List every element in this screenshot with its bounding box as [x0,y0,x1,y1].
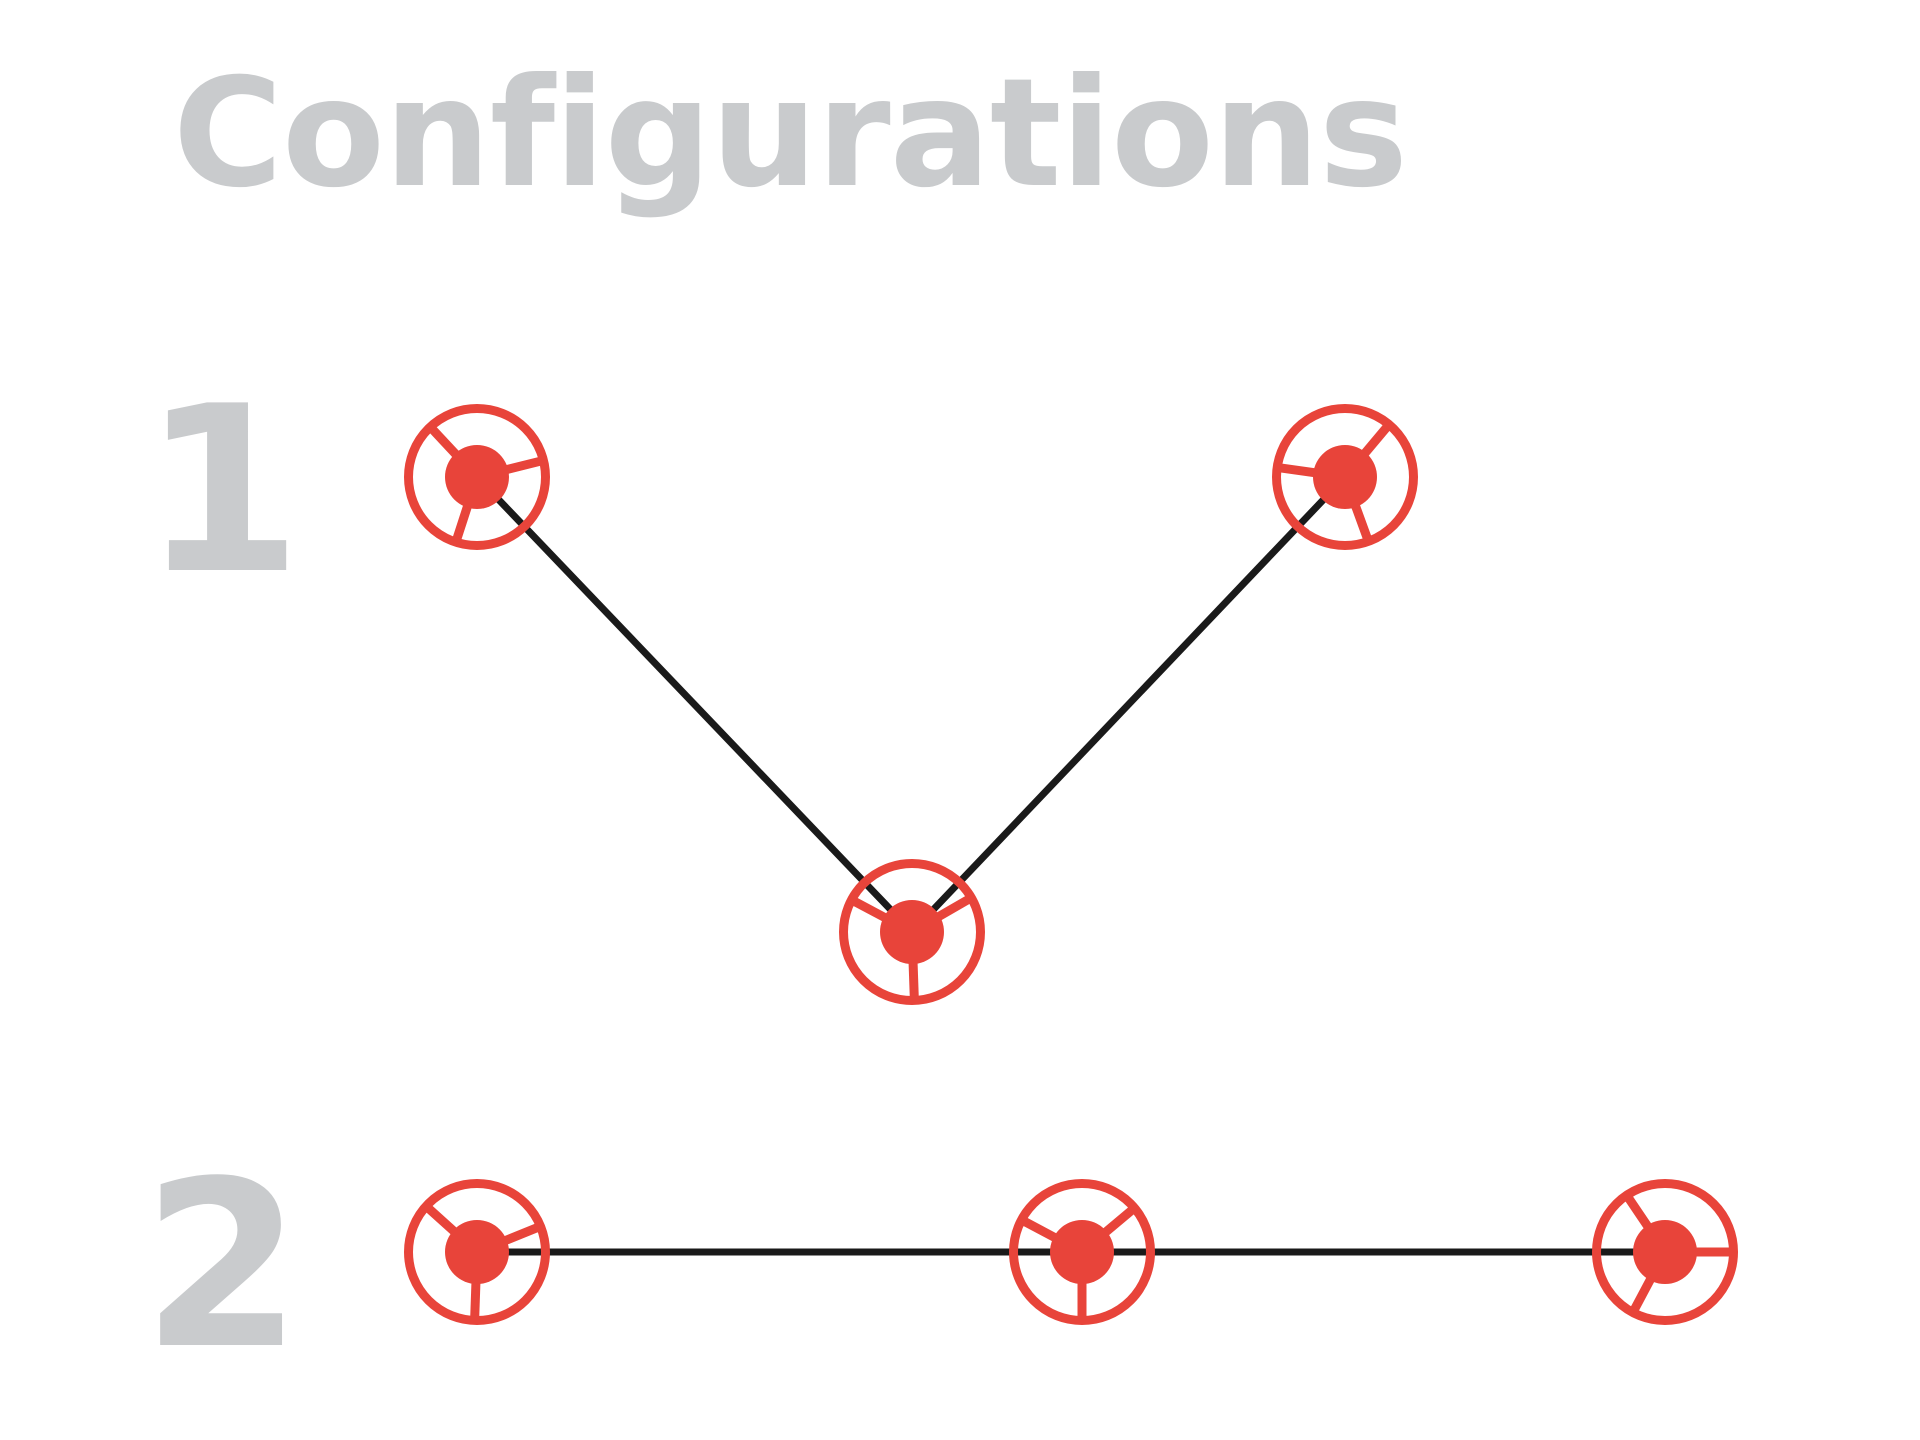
node-spoke-icon-1 [470,1281,481,1322]
node-spoke-icon-3 [1018,1215,1058,1242]
node-spoke-icon-3 [848,895,888,922]
node-spoke-icon-1 [1628,1276,1655,1316]
page-title: Configurations [173,47,1407,221]
node-spoke-icon-1 [451,504,473,545]
node-1-right[interactable] [1272,404,1418,550]
node-outer-ring-icon [1009,1179,1155,1325]
node-spoke-icon-2 [505,455,546,475]
node-spoke-icon-3 [426,423,460,459]
edge-1-left-middle [474,474,915,935]
node-1-middle[interactable] [839,859,985,1005]
row-label-configuration-1: 1 [142,358,302,625]
labels-layer: Configurations 1 2 [142,47,1408,1400]
node-1-left[interactable] [404,404,550,550]
edge-1-middle-right [909,474,1348,935]
node-hub-icon [1050,1220,1114,1284]
node-spoke-icon-3 [1275,462,1316,478]
node-spoke-icon-2 [1102,1203,1139,1237]
node-hub-icon [880,900,944,964]
edges-layer [474,474,1665,1256]
nodes-layer [404,404,1738,1325]
node-2-middle[interactable] [1009,1179,1155,1325]
row-label-configuration-2: 2 [142,1133,302,1400]
node-2-right[interactable] [1592,1179,1738,1325]
node-outer-ring-icon [1272,404,1418,550]
node-spoke-icon-2 [503,1221,544,1245]
node-hub-icon [445,1220,509,1284]
node-spoke-icon-3 [1622,1191,1652,1230]
node-outer-ring-icon [1592,1179,1738,1325]
node-hub-icon [1313,445,1377,509]
node-2-left[interactable] [404,1179,550,1325]
node-outer-ring-icon [839,859,985,1005]
node-hub-icon [1633,1220,1697,1284]
node-outer-ring-icon [404,1179,550,1325]
node-spoke-icon-2 [1360,420,1394,457]
node-spoke-icon-1 [908,961,919,1002]
node-spoke-icon-1 [1351,503,1373,544]
node-outer-ring-icon [404,404,550,550]
node-spoke-icon-3 [422,1202,458,1236]
node-hub-icon [445,445,509,509]
node-spoke-icon-2 [935,893,975,921]
